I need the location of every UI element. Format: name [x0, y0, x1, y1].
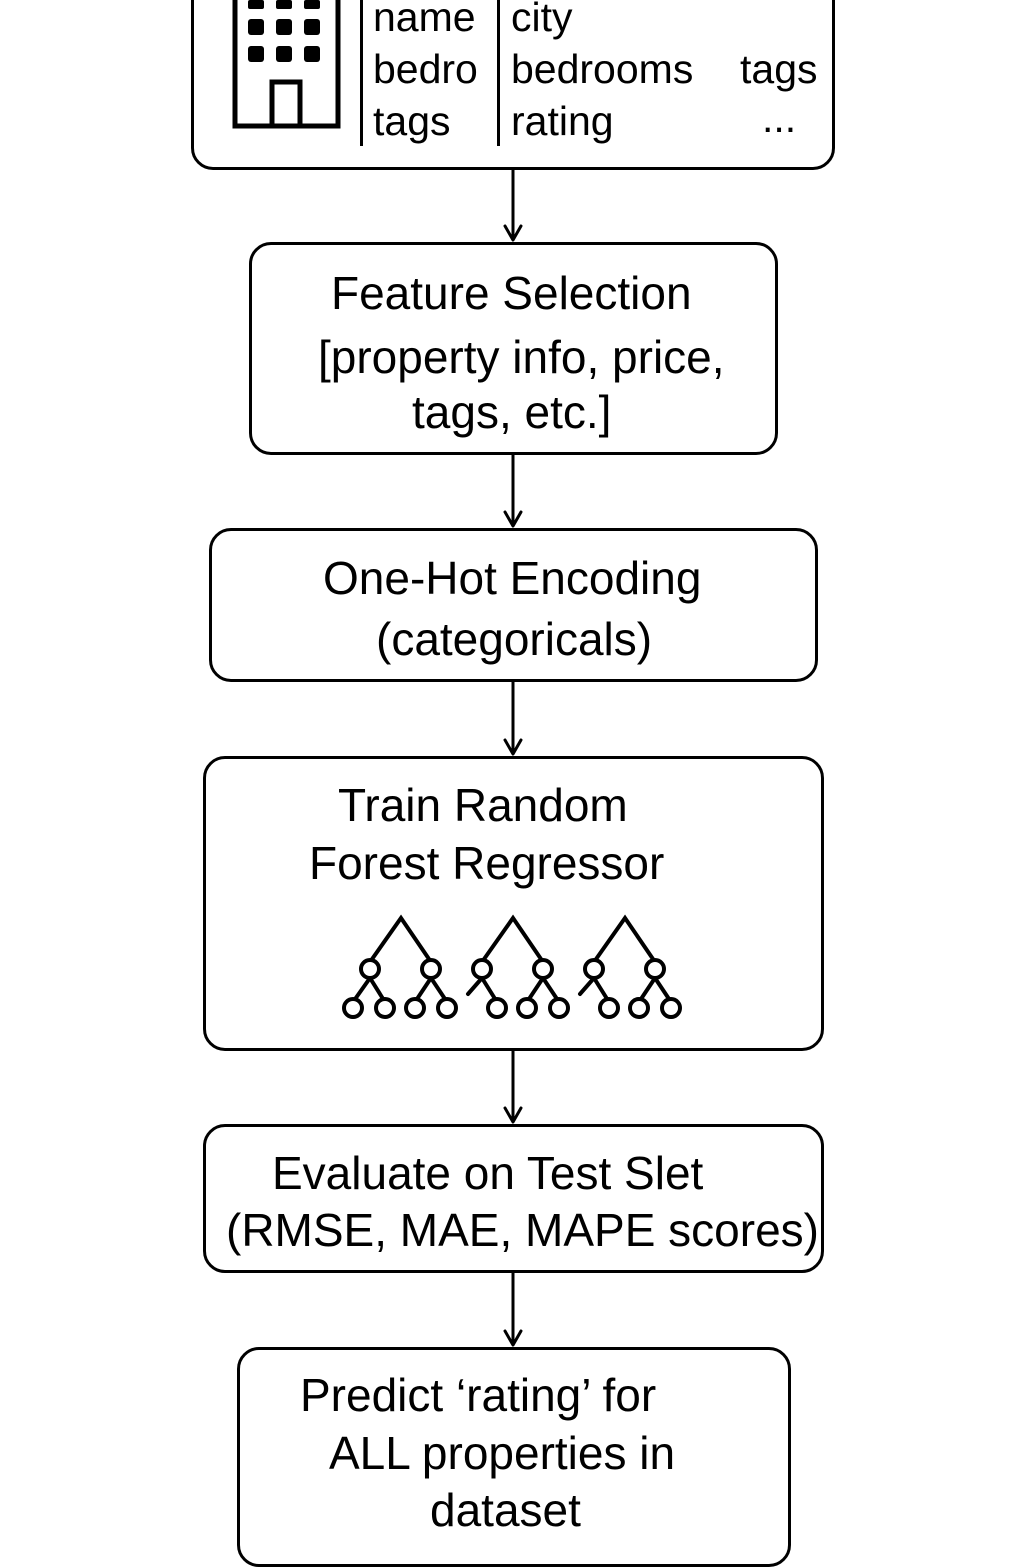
predict-text: Predict ‘rating’ for [300, 1369, 657, 1421]
arrow-head [503, 224, 523, 242]
predict-text: dataset [430, 1484, 581, 1536]
arrow-head [503, 1329, 523, 1347]
column-divider [497, 0, 500, 146]
evaluate-box [203, 1124, 824, 1273]
evaluate-title: Evaluate on Test Slet [272, 1147, 704, 1199]
one-hot-encoding-box [209, 528, 818, 682]
train-model-title: Forest Regressor [309, 837, 665, 889]
dataset-ellipsis: ... [762, 95, 797, 141]
one-hot-encoding-detail: (categoricals) [376, 613, 653, 665]
dataset-column-name: tags [373, 98, 451, 144]
evaluate-metrics: (RMSE, MAE, MAPE scores) [226, 1204, 819, 1256]
feature-selection-title: Feature Selection [331, 267, 692, 319]
tree-icon [466, 914, 570, 1019]
feature-selection-detail: tags, etc.] [412, 386, 612, 438]
arrow-head [503, 510, 523, 528]
dataset-column-name: city [511, 0, 573, 40]
column-divider [360, 0, 363, 146]
arrow-head [503, 738, 523, 756]
feature-selection-box [249, 242, 778, 455]
predict-text: ALL properties in [329, 1427, 676, 1479]
train-model-title: Train Random [338, 779, 628, 831]
dataset-column-name: bedro [373, 46, 478, 92]
train-model-box [203, 756, 824, 1051]
building-icon [228, 0, 342, 132]
dataset-column-name: rating [511, 98, 614, 144]
feature-selection-detail: [property info, price, [318, 331, 725, 383]
dataset-column-name: bedrooms [511, 46, 694, 92]
one-hot-encoding-title: One-Hot Encoding [323, 552, 702, 604]
tree-icon [578, 914, 682, 1019]
dataset-column-name: tags [740, 46, 818, 92]
arrow-head [503, 1106, 523, 1124]
predict-box [237, 1347, 791, 1567]
dataset-column-name: name [373, 0, 476, 40]
random-forest-icon [335, 910, 695, 1030]
tree-icon [342, 914, 458, 1019]
